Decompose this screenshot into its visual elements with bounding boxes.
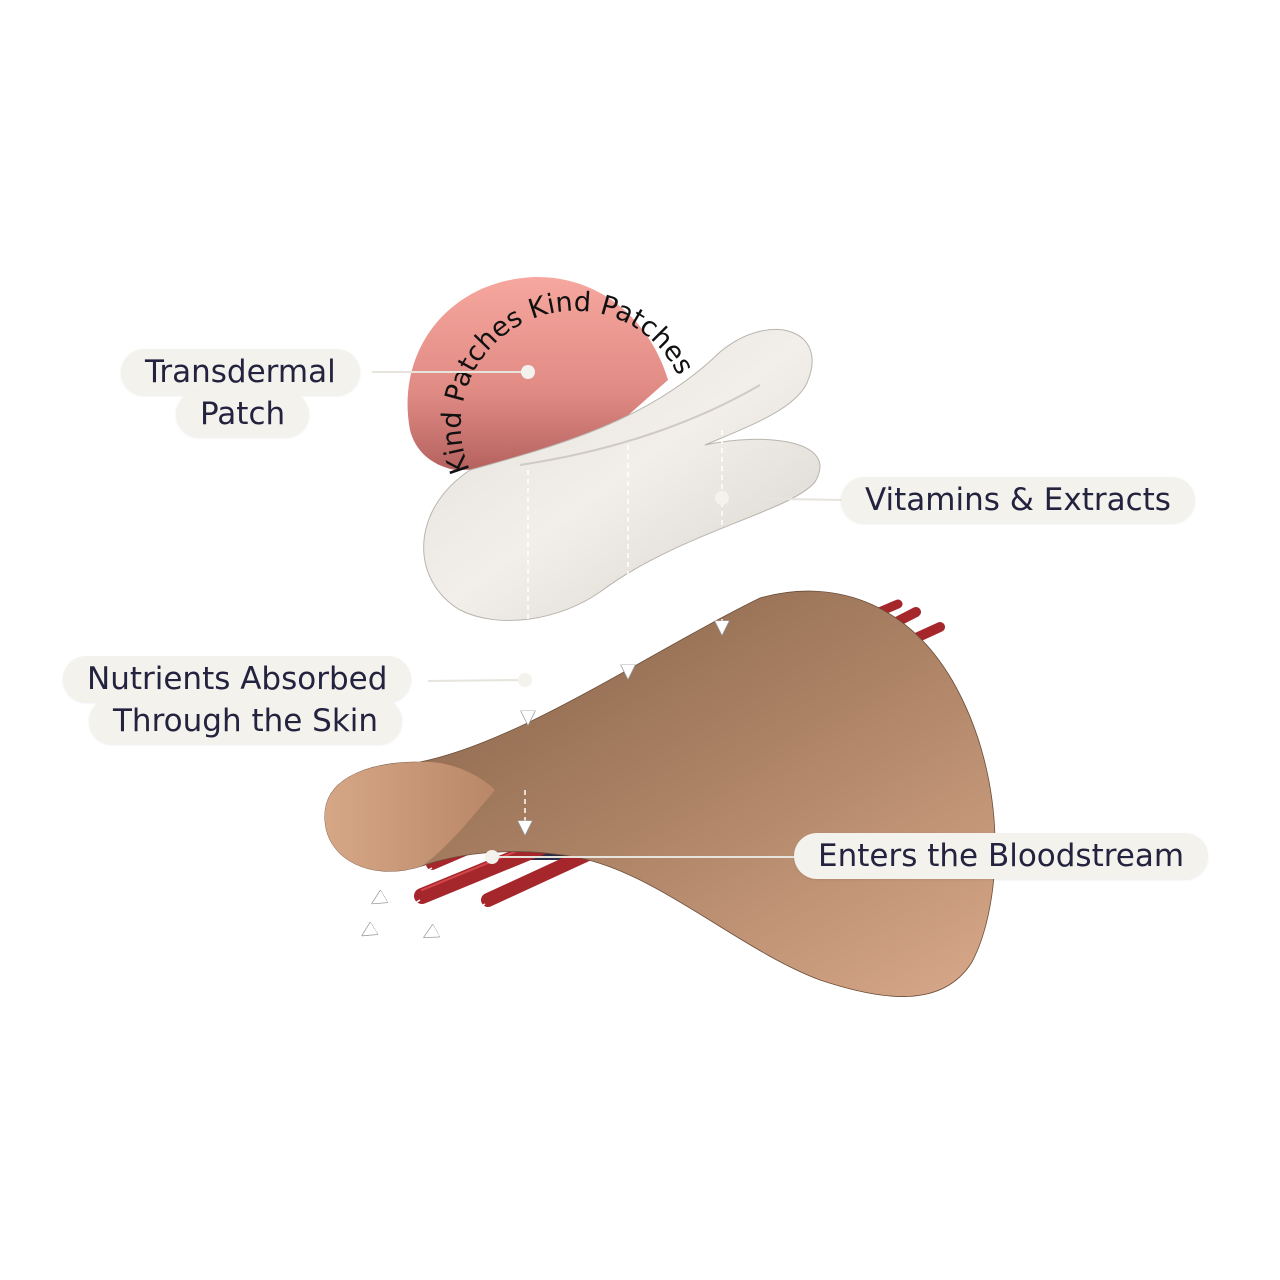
skin-layer [324, 590, 996, 997]
leader-lines [372, 365, 843, 864]
label-bloodstream: Enters the Bloodstream [794, 833, 1209, 879]
transdermal-patch [407, 276, 668, 470]
label-transdermal-patch-line1: Transdermal [121, 349, 360, 395]
vitamin-fabric-layer [423, 328, 821, 621]
absorption-arrows [368, 430, 722, 934]
label-vitamins-extracts: Vitamins & Extracts [841, 477, 1195, 523]
label-transdermal-patch-line2: Patch [176, 391, 310, 437]
label-nutrients-line1: Nutrients Absorbed [63, 656, 412, 702]
label-nutrients-line2: Through the Skin [89, 698, 403, 744]
